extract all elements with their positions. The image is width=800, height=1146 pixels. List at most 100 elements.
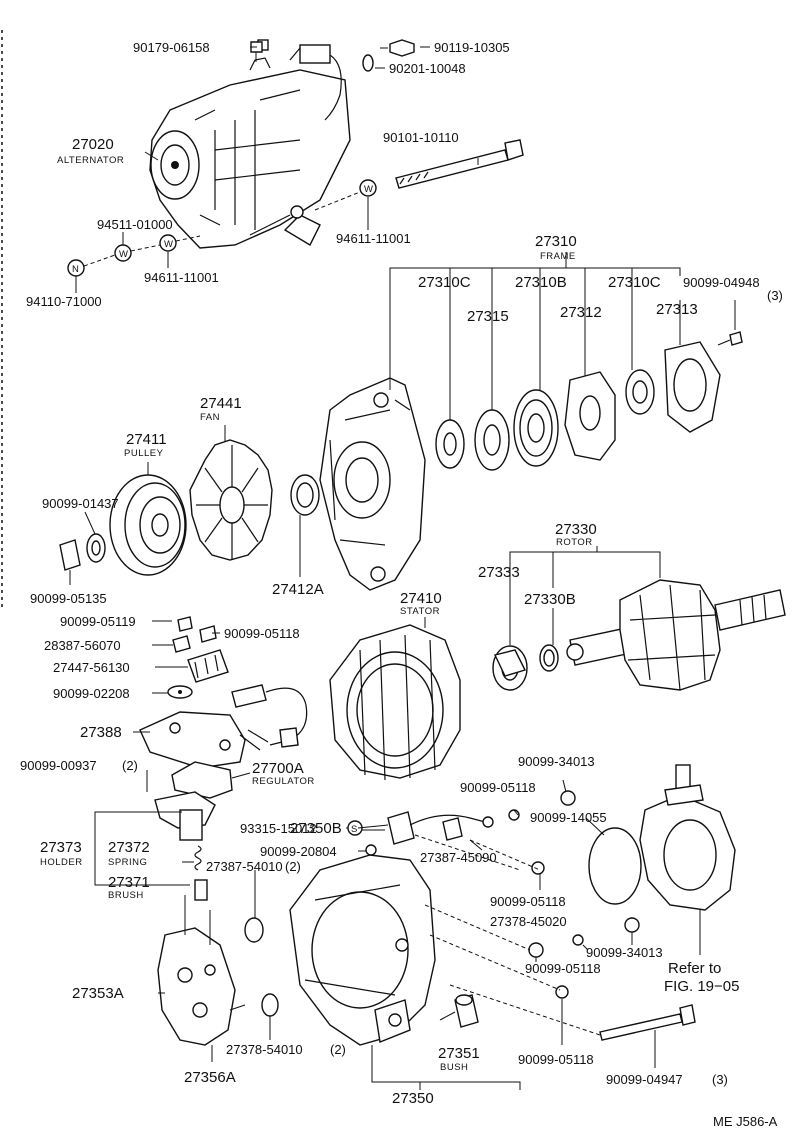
label-27700a-name: REGULATOR [252, 776, 315, 787]
frame-bearing-27310b [513, 389, 559, 467]
small-nuts-rear [508, 790, 640, 999]
label-27372: 27372 [108, 839, 150, 856]
label-90099-05118-e: 90099-05118 [518, 1052, 594, 1067]
label-90099-00937: 90099-00937 [20, 758, 97, 773]
label-90101-10110: 90101-10110 [383, 130, 459, 145]
label-27373-name: HOLDER [40, 857, 83, 868]
label-94611-11001-right: 94611-11001 [336, 231, 411, 246]
label-27410-name: STATOR [400, 606, 440, 617]
leader-lines [69, 46, 736, 1090]
label-93315-15012: 93315-15012 [240, 821, 317, 836]
spacer-27412a [290, 474, 320, 516]
frame-plate-27312 [564, 371, 616, 461]
svg-text:W: W [164, 239, 173, 250]
label-90099-04948-qty: (3) [767, 288, 783, 303]
label-90099-04948: 90099-04948 [683, 275, 760, 290]
vacuum-pump [588, 764, 736, 911]
terminal-parts [167, 616, 229, 699]
label-90099-20804: 90099-20804 [260, 844, 337, 859]
label-90099-05135: 90099-05135 [30, 591, 107, 606]
pulley-nut [86, 533, 106, 563]
label-27312: 27312 [560, 304, 602, 321]
label-27378-54010: 27378-54010 [226, 1042, 303, 1057]
alternator-drawing [149, 39, 351, 249]
svg-text:S: S [351, 824, 358, 835]
label-90099-05118-b: 90099-05118 [460, 780, 536, 795]
label-90099-05118-d: 90099-05118 [525, 961, 601, 976]
label-27350b: 27350B [290, 820, 342, 837]
bush-27378-54010 [261, 993, 279, 1017]
label-94611-11001-left: 94611-11001 [144, 270, 219, 285]
svg-text:W: W [364, 184, 373, 195]
grommet-20804 [365, 844, 377, 856]
label-27371: 27371 [108, 874, 150, 891]
label-27310: 27310 [535, 233, 577, 250]
label-27372-name: SPRING [108, 857, 147, 868]
frame-retainer-27313 [664, 341, 721, 433]
bush-27387-54010 [244, 917, 264, 943]
rotor-drawing [566, 579, 786, 691]
label-27330b: 27330B [524, 591, 576, 608]
brush-holder [146, 770, 216, 901]
regulator-plate-27388 [139, 711, 246, 769]
svg-text:N: N [72, 264, 79, 275]
pulley-washer [59, 539, 81, 571]
label-90119-10305: 90119-10305 [434, 40, 510, 55]
svg-text:W: W [119, 249, 128, 260]
long-bolt-04947 [599, 1004, 696, 1041]
label-27351: 27351 [438, 1045, 480, 1062]
label-27330-name: ROTOR [556, 537, 593, 548]
label-90099-02208: 90099-02208 [53, 686, 130, 701]
label-27020: 27020 [72, 136, 114, 153]
washer-top [362, 54, 374, 72]
regulator-wire [231, 684, 308, 751]
label-27441: 27441 [200, 395, 242, 412]
label-27441-name: FAN [200, 412, 220, 423]
label-90099-05118-a: 90099-05118 [224, 626, 300, 641]
washer-marker-left1: W [114, 244, 132, 262]
stator-drawing [329, 624, 461, 781]
frame-spacer-27315 [474, 409, 510, 471]
frame-screw [717, 331, 743, 346]
label-27313: 27313 [656, 301, 698, 318]
label-90099-05118-c: 90099-05118 [490, 894, 566, 909]
label-27388: 27388 [80, 724, 122, 741]
label-27378-54010-qty: (2) [330, 1042, 346, 1057]
through-bolt-drawing [395, 139, 524, 189]
frame-washer-2 [625, 369, 655, 415]
label-27356a: 27356A [184, 1069, 236, 1086]
frame-housing-drawing [319, 377, 426, 591]
pulley-drawing [109, 474, 187, 576]
label-27020-name: ALTERNATOR [57, 155, 124, 166]
label-94511-01000: 94511-01000 [97, 217, 173, 232]
label-90099-00937-qty: (2) [122, 758, 138, 773]
label-90201-10048: 90201-10048 [389, 61, 466, 76]
label-27412a: 27412A [272, 581, 324, 598]
label-27350: 27350 [392, 1090, 434, 1107]
label-90099-14055: 90099-14055 [530, 810, 607, 825]
label-27333: 27333 [478, 564, 520, 581]
label-27353a: 27353A [72, 985, 124, 1002]
label-27371-name: BRUSH [108, 890, 144, 901]
label-90099-04947-qty: (3) [712, 1072, 728, 1087]
reference-line-1: Refer to [668, 960, 721, 977]
diagram-id: ME J586-A [713, 1114, 778, 1129]
label-94110-71000: 94110-71000 [26, 294, 102, 309]
label-27315: 27315 [467, 308, 509, 325]
label-27310b: 27310B [515, 274, 567, 291]
label-27387-54010-qty: (2) [285, 859, 301, 874]
terminal-27350b [387, 811, 494, 845]
label-27310-name: FRAME [540, 251, 576, 262]
frame-washer-1 [435, 419, 465, 469]
label-27411-name: PULLEY [124, 448, 164, 459]
bush-27351 [454, 994, 479, 1028]
label-90099-34013-b: 90099-34013 [586, 945, 663, 960]
label-90099-01437: 90099-01437 [42, 496, 119, 511]
label-27351-name: BUSH [440, 1062, 468, 1073]
rectifier-27353a [157, 895, 246, 1046]
fan-drawing [189, 439, 273, 561]
label-27310c-a: 27310C [418, 274, 471, 291]
label-27310c-b: 27310C [608, 274, 661, 291]
label-27387-54010: 27387-54010 [206, 859, 283, 874]
